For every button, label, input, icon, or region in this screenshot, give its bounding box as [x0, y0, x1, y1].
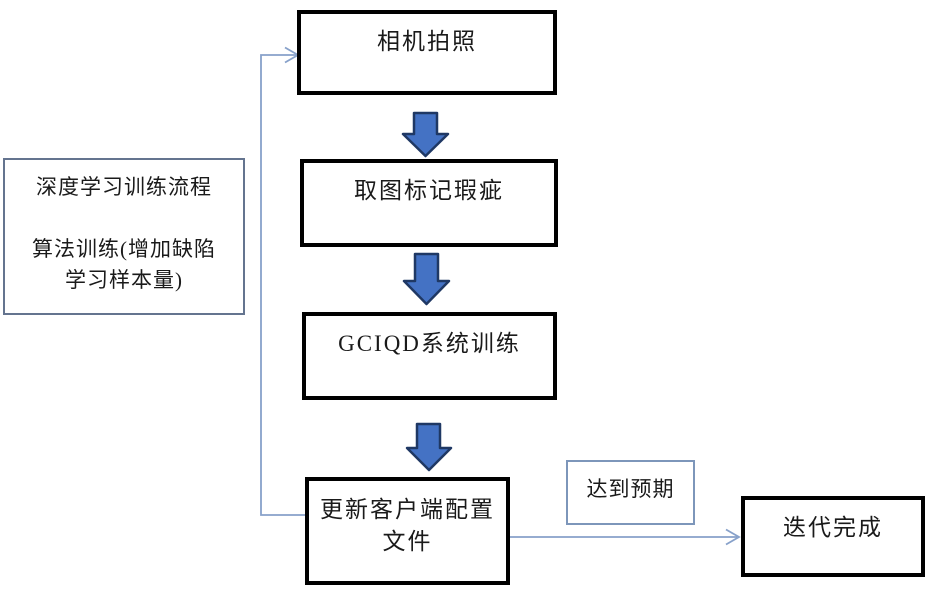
note-line-1: 深度学习训练流程: [36, 175, 212, 199]
note-line-2: 算法训练(增加缺陷: [32, 237, 216, 261]
flow-box-mark-defects-label: 取图标记瑕疵: [354, 178, 504, 203]
flow-box-iteration-done: 迭代完成: [741, 496, 925, 577]
flow-box-update-config-line2: 文件: [382, 529, 433, 554]
done-arrowhead-icon: [725, 528, 741, 546]
feedback-connector: [260, 54, 305, 516]
flow-box-gciqd-training: GCIQD系统训练: [302, 312, 557, 400]
condition-label: 达到预期: [586, 477, 675, 501]
condition-label-box: 达到预期: [566, 460, 695, 525]
process-note-box: 深度学习训练流程 算法训练(增加缺陷 学习样本量): [3, 158, 245, 315]
flow-box-gciqd-training-label: GCIQD系统训练: [338, 331, 521, 356]
flow-box-iteration-done-label: 迭代完成: [783, 515, 883, 540]
note-line-3: 学习样本量): [65, 268, 183, 292]
flow-box-update-config: 更新客户端配置 文件: [305, 477, 510, 585]
block-down-arrow-2-icon: [402, 252, 451, 306]
flow-box-update-config-line1: 更新客户端配置: [320, 497, 495, 522]
flow-box-mark-defects: 取图标记瑕疵: [300, 159, 558, 247]
block-down-arrow-3-icon: [405, 422, 453, 472]
flow-box-camera: 相机拍照: [297, 10, 557, 95]
block-down-arrow-1-icon: [401, 111, 450, 158]
flow-box-camera-label: 相机拍照: [377, 29, 477, 54]
